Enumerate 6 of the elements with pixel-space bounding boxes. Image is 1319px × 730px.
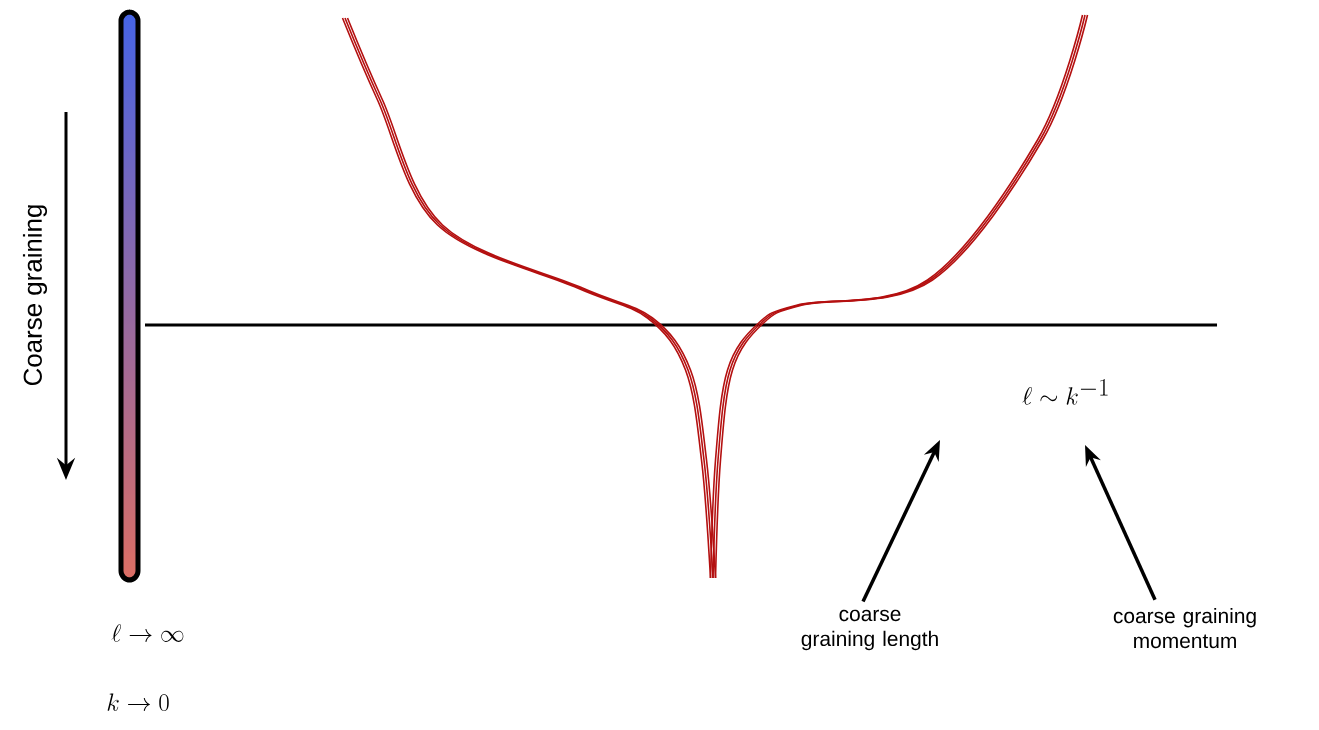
formula: $k \to 0$ xyxy=(107,693,169,711)
axis-label: Coarse graining xyxy=(22,205,48,386)
formula: $\ell \sim k^{-1}$ xyxy=(1022,379,1108,405)
annotation-text: coarse graining length xyxy=(801,609,938,651)
formula: $\ell \to \infty$ xyxy=(111,624,184,642)
annotation-text: coarse graining momentum xyxy=(1113,607,1256,649)
